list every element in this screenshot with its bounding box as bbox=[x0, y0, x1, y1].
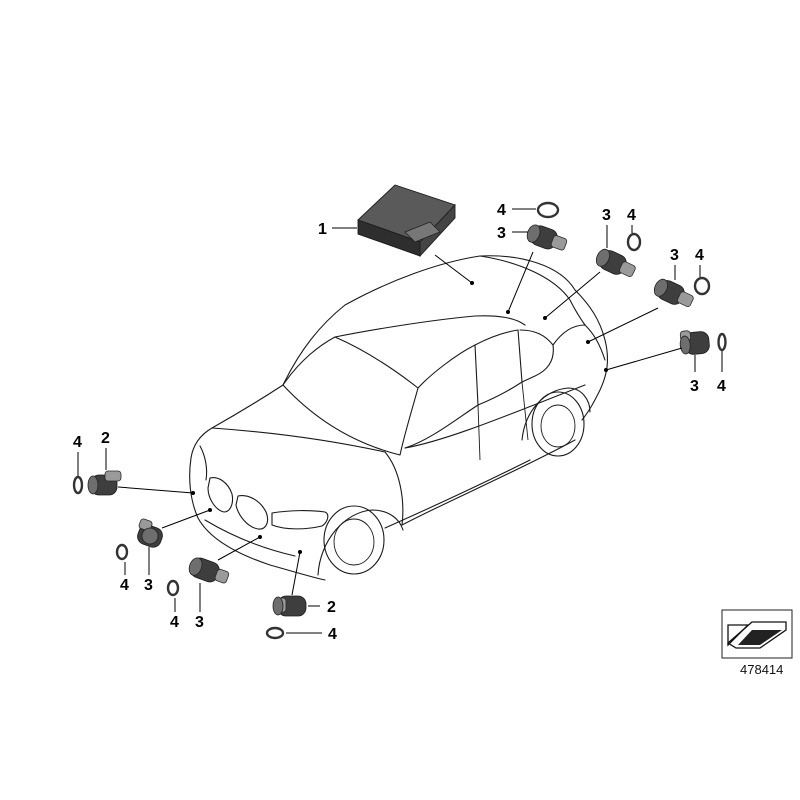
side-parking-sensor-icon bbox=[87, 470, 122, 496]
callout-4-front-left: 4 bbox=[73, 434, 82, 451]
callout-3-rear-corner: 3 bbox=[690, 378, 699, 395]
callout-4-rear-corner: 4 bbox=[717, 378, 726, 395]
leader-lines bbox=[77, 208, 723, 634]
control-unit-icon bbox=[357, 184, 456, 258]
parking-sensor-icon bbox=[137, 518, 163, 548]
parking-sensor-icon bbox=[679, 330, 710, 355]
decoupling-ring-icon bbox=[265, 626, 285, 640]
callout-1: 1 bbox=[318, 221, 327, 238]
callout-4-front-right: 4 bbox=[328, 626, 337, 643]
decoupling-ring-icon bbox=[626, 232, 642, 252]
callout-4-rear-right: 4 bbox=[695, 247, 704, 264]
decoupling-ring-icon bbox=[693, 276, 711, 296]
decoupling-ring-icon bbox=[115, 543, 129, 561]
callout-3-front-center: 3 bbox=[195, 614, 204, 631]
decoupling-ring-icon bbox=[72, 475, 84, 495]
arrow-symbol-icon bbox=[726, 621, 787, 649]
parking-sensor-icon bbox=[595, 248, 636, 277]
callout-2-front-right: 2 bbox=[327, 599, 336, 616]
callout-3-rear-mid: 3 bbox=[602, 207, 611, 224]
callout-4-rear-mid: 4 bbox=[627, 207, 636, 224]
callout-4-front-center: 4 bbox=[170, 614, 179, 631]
side-parking-sensor-icon bbox=[272, 595, 307, 617]
reference-box: 478414 bbox=[721, 609, 793, 677]
decoupling-ring-icon bbox=[166, 579, 180, 597]
decoupling-ring-icon bbox=[536, 201, 560, 219]
callout-3-rear-right: 3 bbox=[670, 247, 679, 264]
callout-3-rear-top: 3 bbox=[497, 225, 506, 242]
vehicle-outline bbox=[189, 255, 609, 581]
parking-sensor-icon bbox=[188, 557, 230, 584]
callout-4-rear-top: 4 bbox=[497, 202, 506, 219]
decoupling-ring-icon bbox=[717, 332, 727, 352]
callout-4-front-inner: 4 bbox=[120, 577, 129, 594]
callout-2-front-left: 2 bbox=[101, 430, 110, 447]
parking-sensor-icon bbox=[653, 278, 694, 307]
callout-labels: 1 4 3 3 4 3 4 3 4 4 2 4 3 4 3 2 4 bbox=[73, 202, 726, 643]
reference-number: 478414 bbox=[740, 662, 783, 677]
parking-sensor-icon bbox=[526, 224, 568, 251]
callout-3-front-inner: 3 bbox=[144, 577, 153, 594]
